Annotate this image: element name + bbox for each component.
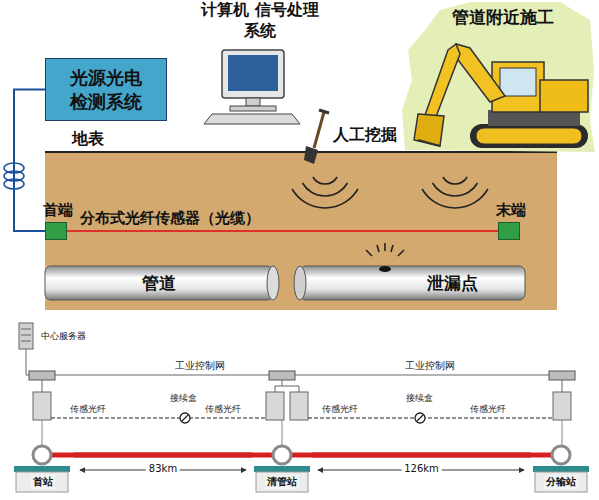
station: 分输站 <box>531 444 591 498</box>
leak-pipe: 泄漏点 <box>300 266 525 300</box>
node-text: 光源光电 检测系统 <box>64 66 148 113</box>
connector <box>67 230 498 232</box>
node-text: 泄漏点 <box>427 272 478 295</box>
connector <box>312 453 531 458</box>
annotation-label: 传感光纤 <box>205 404 241 414</box>
excavator-backdrop <box>402 2 595 152</box>
annotation-label: 接续盒 <box>170 393 197 403</box>
annotation-label: 地表 <box>72 130 104 148</box>
computer <box>204 50 300 124</box>
node-text: 管道 <box>142 272 176 295</box>
surface-line <box>45 151 557 153</box>
computer-station: 计算机 信号处理系统 <box>195 0 325 125</box>
connector <box>14 90 45 232</box>
node-text: 分输站 <box>544 475 578 489</box>
pipe-segment: 管道 <box>45 266 273 300</box>
node-text: 首站 <box>31 475 55 489</box>
leak-rays <box>366 243 404 256</box>
annotation-label: 工业控制网 <box>175 360 225 372</box>
central-server <box>19 323 33 349</box>
edge-label: 83km <box>146 463 180 475</box>
leak-spot <box>379 266 391 272</box>
control-network <box>26 349 562 392</box>
detector-box: 光源光电 检测系统 <box>45 58 167 121</box>
ground <box>45 152 557 310</box>
node-text: 计算机 信号处理系统 <box>195 0 325 42</box>
node-text: 中心服务器 <box>41 330 86 343</box>
vibration-waves <box>292 177 488 208</box>
connector <box>74 453 252 458</box>
node-text: 首端 <box>43 201 73 220</box>
shovel <box>304 110 329 164</box>
sensing-fiber <box>51 417 553 418</box>
pipeline <box>42 453 561 458</box>
annotation-label: 接续盒 <box>406 393 433 403</box>
network-switch <box>29 371 575 380</box>
annotation-label: 传感光纤 <box>322 404 358 414</box>
server-node: 中心服务器 <box>17 322 127 350</box>
splice-box <box>180 413 425 423</box>
edge-label: 分布式光纤传感器（光缆） <box>77 210 263 227</box>
annotation-label: 工业控制网 <box>405 360 455 372</box>
node-text: 末端 <box>496 201 526 220</box>
station-building <box>14 466 589 492</box>
fiber-start: 首端 <box>45 222 67 240</box>
pipe <box>45 266 525 300</box>
fiber-end: 末端 <box>498 222 520 240</box>
station: 清管站 <box>252 444 312 498</box>
rack-links <box>42 420 562 446</box>
equipment-rack <box>33 392 571 420</box>
edge-label: 126km <box>401 463 442 475</box>
annotation-label: 人工挖掘 <box>333 126 397 144</box>
station: 首站 <box>12 444 74 498</box>
annotation-label: 管道附近施工 <box>452 8 554 28</box>
station-ring <box>33 446 570 464</box>
node-text: 清管站 <box>265 475 299 489</box>
excavator <box>414 44 588 148</box>
annotation-label: 传感光纤 <box>70 404 106 414</box>
annotation-label: 传感光纤 <box>470 404 506 414</box>
